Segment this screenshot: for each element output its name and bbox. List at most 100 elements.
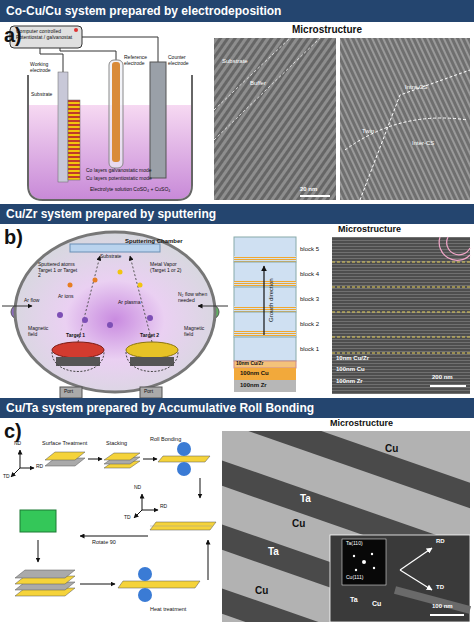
figure-label: 10nm Cu/Zr xyxy=(236,361,264,367)
arb-process-schematic xyxy=(11,468,20,477)
multilayer-schematic xyxy=(234,281,296,287)
figure-label: Electrolyte solution CoSO₄ + CuSO₄ xyxy=(90,187,170,193)
tem-micrograph xyxy=(342,539,386,585)
figure-label: Counter electrode xyxy=(168,55,192,66)
electrodeposition-cell xyxy=(112,62,120,162)
tem-micrograph xyxy=(371,553,373,555)
sputtering-chamber xyxy=(2,232,228,398)
tem-micrograph xyxy=(300,195,330,197)
sputtering-chamber xyxy=(198,306,228,307)
multilayer-schematic xyxy=(234,237,296,262)
figure-label: Ar ions xyxy=(58,294,74,300)
tem-micrograph xyxy=(373,567,375,569)
arb-process-schematic xyxy=(143,459,157,460)
figure-label: Microstructure xyxy=(292,24,362,35)
sputtering-chamber xyxy=(93,278,98,283)
arb-process-schematic xyxy=(11,442,216,602)
figure-label: Ta xyxy=(268,546,279,557)
figure-label: N₂ flow when needed xyxy=(178,292,208,303)
sputtering-chamber xyxy=(126,342,178,358)
electrodeposition-cell xyxy=(58,72,68,182)
tem-micrograph xyxy=(395,590,470,610)
sputtering-chamber xyxy=(126,352,178,372)
figure-label: 20 nm xyxy=(300,186,317,193)
figure-label: 100nm Cu xyxy=(240,370,269,377)
figure-label: block 5 xyxy=(300,246,319,253)
arb-process-schematic xyxy=(150,522,216,530)
tem-micrograph xyxy=(360,70,470,200)
sputtering-chamber xyxy=(107,322,113,328)
figure-label: Substrate xyxy=(222,58,248,65)
tem-micrograph xyxy=(332,237,470,394)
tem-micrograph xyxy=(400,548,432,570)
figure-label: 200 nm xyxy=(432,374,453,381)
arb-process-schematic xyxy=(177,442,191,456)
tem-micrograph xyxy=(340,38,470,200)
multilayer-schematic xyxy=(234,256,296,262)
figure-label: RD xyxy=(160,504,167,510)
tem-micrograph xyxy=(332,262,470,263)
tem-micrograph xyxy=(439,237,470,260)
figure-label: Computer controlled Potentiostat / galva… xyxy=(16,29,76,40)
multilayer-schematic xyxy=(234,368,296,380)
figure-label: Inter-CS xyxy=(412,140,434,147)
electrodeposition-cell xyxy=(150,62,166,178)
figure-label: Target 1 xyxy=(66,333,85,339)
arb-process-schematic xyxy=(150,526,212,527)
sputtering-chamber xyxy=(68,283,73,288)
arb-process-schematic xyxy=(20,450,21,468)
arb-process-schematic xyxy=(88,459,102,460)
figure-label: Buffer xyxy=(250,80,266,87)
section-header-band: Co-Cu/Cu system prepared by electrodepos… xyxy=(0,0,474,22)
section-header-band: Cu/Ta system prepared by Accumulative Ro… xyxy=(0,398,474,418)
multilayer-schematic xyxy=(234,337,296,361)
multilayer-schematic xyxy=(234,331,296,337)
arb-process-schematic xyxy=(20,468,34,469)
figure-label: Working electrode xyxy=(30,62,56,73)
figure-label: Microstructure xyxy=(330,419,393,429)
figure-label: Cu xyxy=(385,443,398,454)
figure-label: Substrate xyxy=(31,92,52,98)
figure-label: Cu xyxy=(292,518,305,529)
arb-process-schematic xyxy=(20,510,56,532)
figure-label: Ta xyxy=(300,493,311,504)
figure-label: Heat treatment xyxy=(150,606,186,612)
arb-process-schematic xyxy=(142,510,158,511)
tem-micrograph xyxy=(430,614,464,616)
tem-micrograph xyxy=(214,38,320,140)
figure-label: Ta xyxy=(350,596,358,604)
figure-label: b) xyxy=(4,226,23,248)
tem-micrograph xyxy=(222,431,470,622)
figure-label: c) xyxy=(4,420,22,442)
electrodeposition-cell xyxy=(109,60,123,168)
figure-label: Cu xyxy=(372,600,381,608)
arb-process-schematic xyxy=(38,540,39,562)
arb-process-schematic xyxy=(138,567,152,581)
figure-label: Sputtering Chamber xyxy=(125,238,183,245)
figure-label: RD xyxy=(36,464,43,470)
figure-label: block 3 xyxy=(300,296,319,303)
sputtering-chamber xyxy=(52,342,104,358)
figure-label: Port xyxy=(144,389,153,395)
tem-micrograph xyxy=(430,385,466,387)
figure-label: TD xyxy=(3,474,10,480)
figure-label: Microstructure xyxy=(338,225,401,235)
multilayer-schematic xyxy=(263,266,264,335)
tem-micrograph xyxy=(353,555,355,557)
tem-micrograph xyxy=(362,560,366,564)
multilayer-schematic xyxy=(234,237,296,392)
figure-label: Intra-CS xyxy=(405,84,427,91)
figure-label: block 1 xyxy=(300,346,319,353)
multilayer-schematic xyxy=(234,361,296,368)
arb-process-schematic xyxy=(200,478,201,498)
tem-micrograph xyxy=(332,312,470,313)
figure-label: Growth direction xyxy=(268,278,275,322)
sputtering-chamber xyxy=(118,270,123,275)
figure-label: Magnetic field xyxy=(28,326,50,337)
figure-label: Co layers galvanostatic mode xyxy=(86,168,152,174)
arb-process-schematic xyxy=(80,584,115,585)
figure-label: Substrate xyxy=(100,254,121,260)
tem-micrograph xyxy=(332,237,470,394)
tem-micrograph xyxy=(332,337,470,338)
figure-label: 100nm Cu xyxy=(336,366,365,373)
